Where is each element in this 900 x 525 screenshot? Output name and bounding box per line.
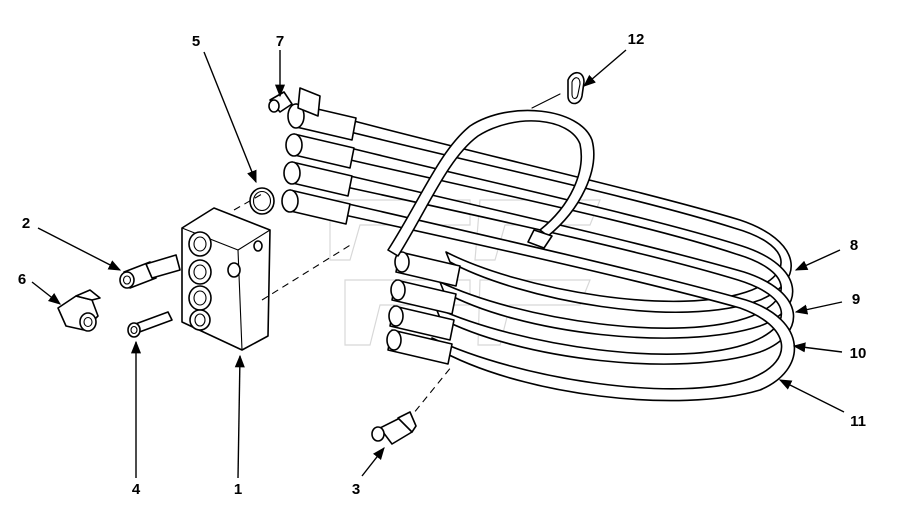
leader-1 [234,354,245,479]
leader-8 [794,249,841,271]
leader-9 [794,301,843,315]
hose-end-ferrules-front [386,251,461,365]
leader-lines [31,49,845,479]
watermark-logo [329,199,601,346]
hose-loop-8 [317,111,792,313]
leader-12 [583,49,627,87]
hose-return-loop [387,109,595,257]
callout-1: 1 [234,481,242,498]
leader-10 [792,342,843,353]
leader-11 [778,379,845,413]
straight-adapter [119,254,181,289]
callout-labels: 1 2 3 4 5 6 7 8 9 10 11 12 [18,31,867,498]
callout-10: 10 [850,345,867,362]
hose-clip [567,71,585,105]
o-ring [249,187,275,215]
socket-bolt [127,311,173,338]
hose-loop-10 [313,167,795,365]
elbow-fitting-bottom [371,411,417,445]
callout-12: 12 [628,31,645,48]
leader-6 [31,281,61,305]
leader-5 [203,51,257,184]
hose-end-ferrules [281,87,357,225]
callout-3: 3 [352,481,360,498]
leader-3 [361,447,385,477]
callout-2: 2 [22,215,30,232]
callout-9: 9 [852,291,860,308]
callout-8: 8 [850,237,858,254]
manifold-block [181,207,271,351]
leader-2 [37,227,122,271]
callout-6: 6 [18,271,26,288]
callout-11: 11 [850,413,866,430]
elbow-fitting-left [57,289,101,332]
callout-7: 7 [276,33,284,50]
hose-loop-9 [315,139,794,339]
callout-5: 5 [192,33,200,50]
callout-4: 4 [132,481,141,498]
